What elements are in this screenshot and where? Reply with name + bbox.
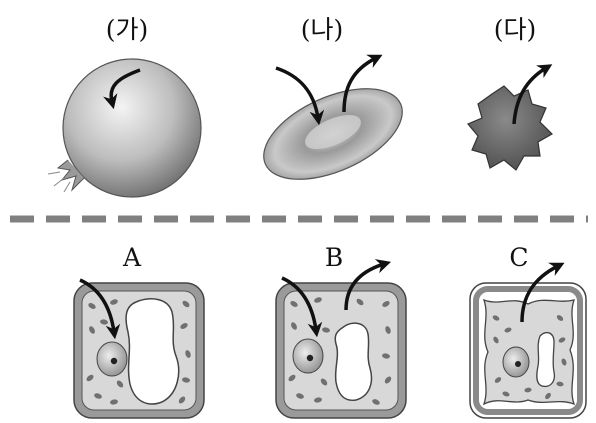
plant-cell-b: [276, 283, 406, 418]
label-b: B: [325, 243, 343, 272]
plant-cell-a: [74, 283, 204, 418]
label-c: C: [509, 243, 528, 272]
label-da: (다): [494, 15, 537, 44]
label-a: A: [122, 243, 142, 272]
vacuole-a: [126, 299, 179, 404]
normal-red-blood-cell: [250, 70, 415, 198]
plant-cell-c: [470, 283, 586, 418]
shrunken-red-blood-cell: [468, 86, 552, 170]
label-ga: (가): [106, 15, 149, 44]
vacuole-b: [335, 323, 371, 400]
vacuole-c: [537, 333, 555, 387]
swollen-red-blood-cell: [48, 59, 201, 197]
label-na: (나): [301, 15, 344, 44]
